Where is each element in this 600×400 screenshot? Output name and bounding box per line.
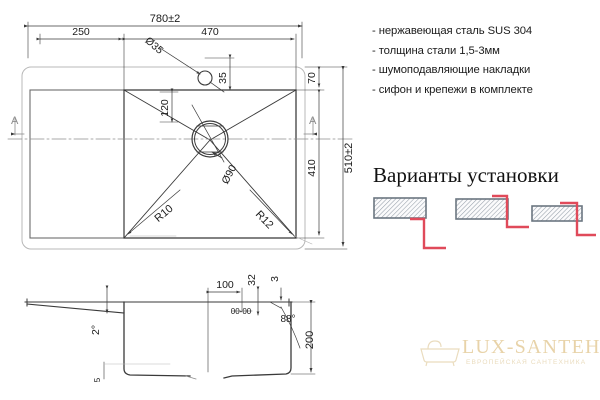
label-overall-height: 510±2 <box>343 143 355 174</box>
ext-overall-height <box>304 66 348 250</box>
section-left-wall <box>123 301 191 377</box>
angle-arc-88 <box>280 306 301 349</box>
drain-circle-outer <box>191 120 229 158</box>
label-88deg: 88° <box>280 314 295 325</box>
label-70: 70 <box>306 72 318 84</box>
leader-drain-diameter <box>191 104 225 163</box>
label-32: 32 <box>246 274 258 286</box>
spec-item-thickness: - толщина стали 1,5-3мм <box>372 44 500 57</box>
angle-leader-88 <box>269 301 282 309</box>
section-left-ledge <box>26 303 125 314</box>
installation-options <box>373 194 596 250</box>
bowl-draft-lines <box>123 89 297 239</box>
r12-tail <box>293 235 313 245</box>
install-option-under[interactable] <box>531 201 596 237</box>
section-marker-right: A <box>309 115 317 127</box>
ext-100 <box>207 287 243 373</box>
label-3: 3 <box>269 276 281 282</box>
brand-logo: LUX-SANTEH ЕВРОПЕЙСКАЯ САНТЕХНИКА <box>418 336 600 382</box>
section-right-wall <box>223 301 292 379</box>
drain-circle-inner <box>194 123 226 155</box>
logo-tagline: ЕВРОПЕЙСКАЯ САНТЕХНИКА <box>466 359 587 366</box>
label-r12: R12 <box>253 208 276 231</box>
specifications-list: - нержавеющая сталь SUS 304 - толщина ст… <box>372 22 596 100</box>
bathtub-icon <box>420 340 460 367</box>
sink-bowl <box>123 89 297 239</box>
label-120: 120 <box>159 99 171 117</box>
install-option-flush[interactable] <box>373 197 446 250</box>
leader-r12 <box>249 189 293 235</box>
spec-item-siphon: - сифон и крепежи в комплекте <box>372 83 533 96</box>
label-drain-diameter: Ø90 <box>219 163 239 186</box>
leader-drain-arrow <box>211 151 223 159</box>
label-r10: R10 <box>152 203 175 225</box>
installation-title: Варианты установки <box>373 163 559 187</box>
ext-250 <box>39 33 125 91</box>
label-200: 200 <box>304 331 316 349</box>
label-small: 00-00 <box>231 307 252 316</box>
ext-overall-width <box>27 21 303 59</box>
sink-outline <box>21 66 306 250</box>
label-470: 470 <box>201 26 219 38</box>
label-tap-diameter: Ø35 <box>143 35 166 57</box>
label-100: 100 <box>216 279 234 291</box>
logo-name: LUX-SANTEH <box>462 336 600 358</box>
technical-drawing-svg: 780±2 250 470 510±2 70 410 Ø35 35 120 Ø9… <box>7 13 355 382</box>
label-2deg: 2° <box>90 325 102 335</box>
leader-r10 <box>127 189 181 235</box>
label-250: 250 <box>72 26 90 38</box>
tap-hole-circle <box>197 70 213 86</box>
section-bottom-left-flare <box>185 375 197 380</box>
spec-item-material: - нержавеющая сталь SUS 304 <box>372 25 533 37</box>
label-overall-width: 780±2 <box>150 13 181 25</box>
label-410: 410 <box>306 159 318 177</box>
install-option-top[interactable] <box>455 194 529 229</box>
leader-tap-tail <box>209 81 225 93</box>
spec-item-pads: - шумоподавляющие накладки <box>372 64 531 76</box>
section-marker-left: A <box>11 115 19 127</box>
leader-tap-diameter <box>159 47 201 75</box>
label-5: 5 <box>93 377 102 382</box>
label-35: 35 <box>217 72 229 84</box>
